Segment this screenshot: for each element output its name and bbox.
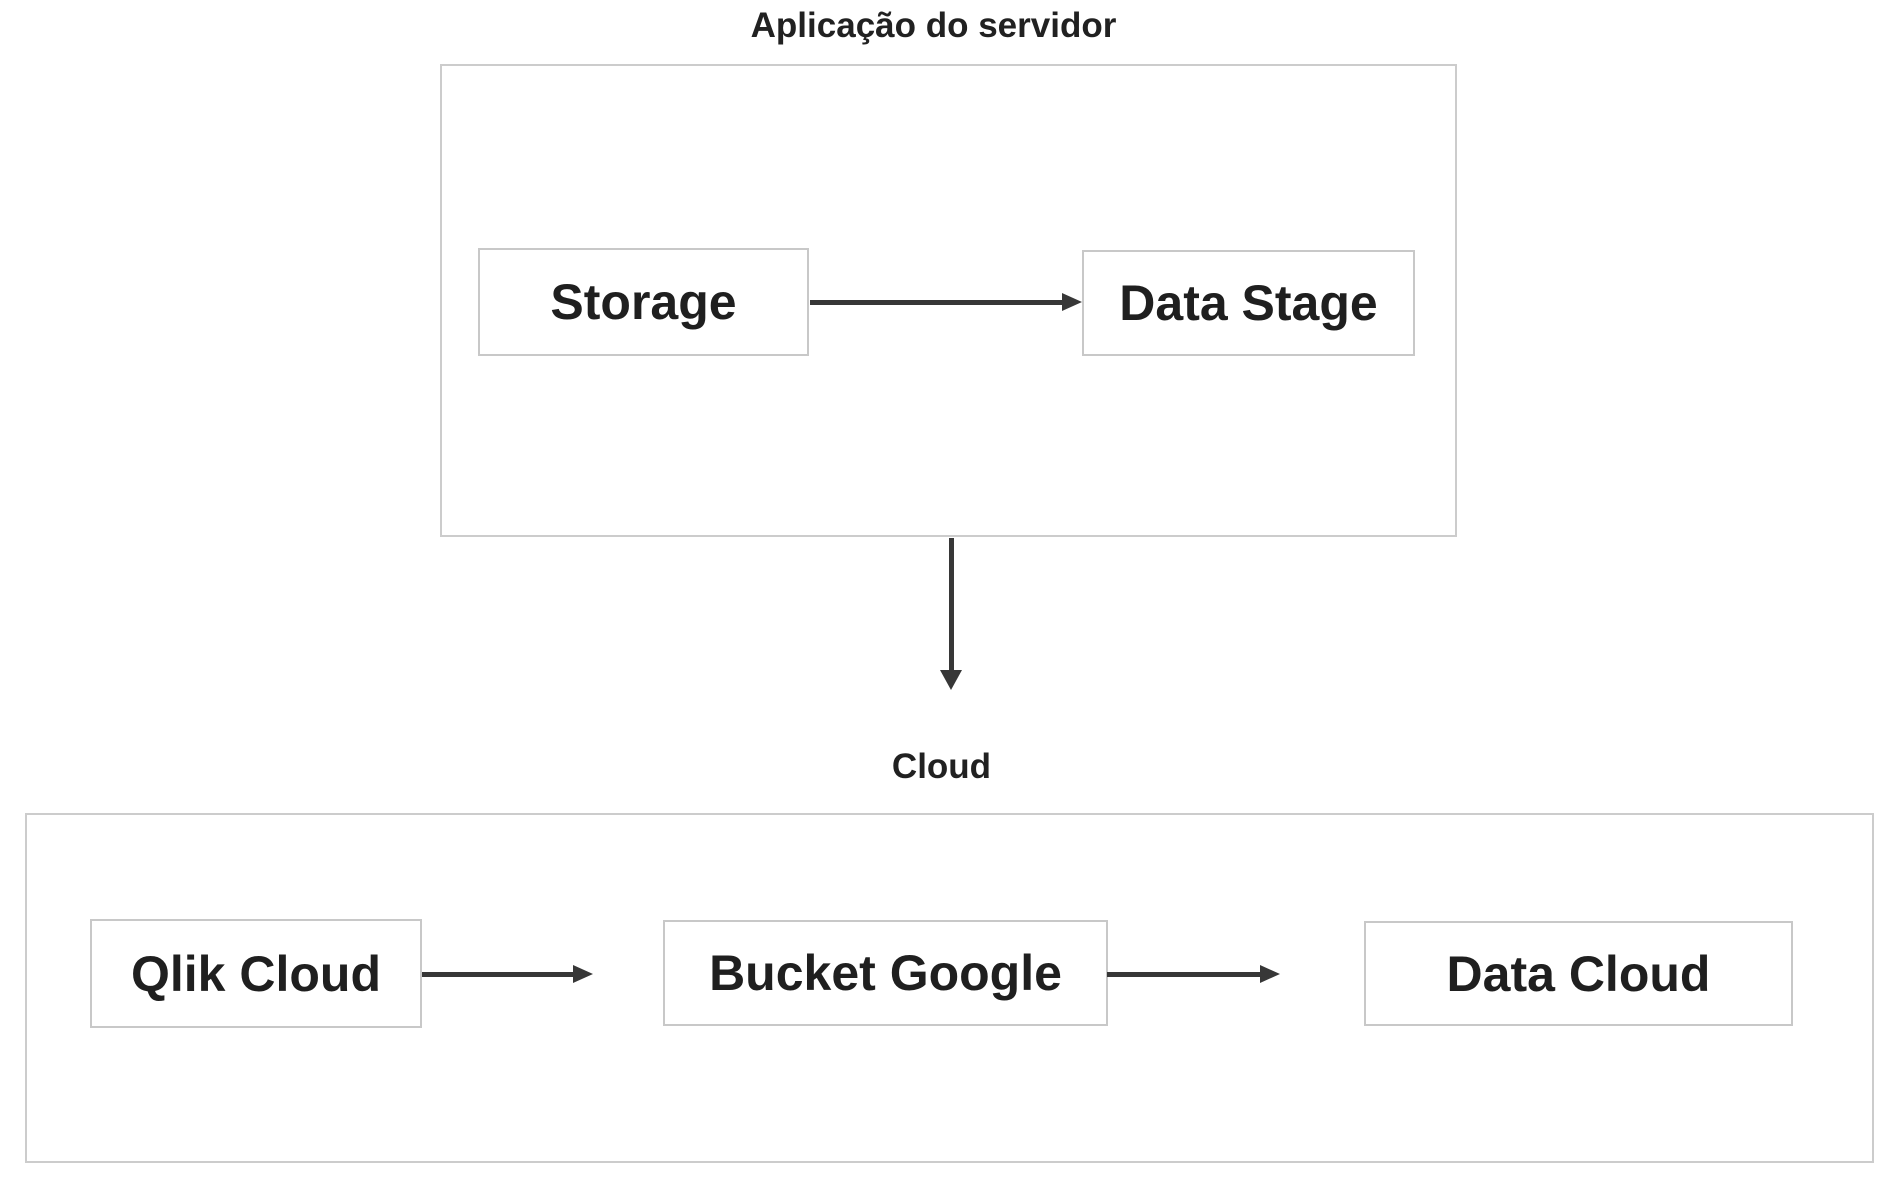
node-data-cloud-label: Data Cloud <box>1446 945 1711 1002</box>
node-qlik-cloud: Qlik Cloud <box>90 919 422 1028</box>
arrow-line <box>810 300 1064 305</box>
node-bucket-google: Bucket Google <box>663 920 1108 1026</box>
node-storage-label: Storage <box>550 274 737 330</box>
arrowhead-right-icon <box>1260 965 1280 983</box>
cloud-group-label: Cloud <box>891 747 992 786</box>
node-qlik-cloud-label: Qlik Cloud <box>131 945 381 1002</box>
arrow-line <box>422 972 573 977</box>
arrow-line <box>949 538 954 672</box>
arrowhead-down-icon <box>940 670 962 690</box>
node-data-stage-label: Data Stage <box>1119 275 1378 331</box>
node-storage: Storage <box>478 248 809 356</box>
node-data-cloud: Data Cloud <box>1364 921 1793 1026</box>
arrow-line <box>1107 972 1260 977</box>
arrowhead-right-icon <box>573 965 593 983</box>
node-bucket-google-label: Bucket Google <box>709 945 1062 1001</box>
arrowhead-right-icon <box>1062 293 1082 311</box>
node-data-stage: Data Stage <box>1082 250 1415 356</box>
server-group-label: Aplicação do servidor <box>750 6 1117 45</box>
